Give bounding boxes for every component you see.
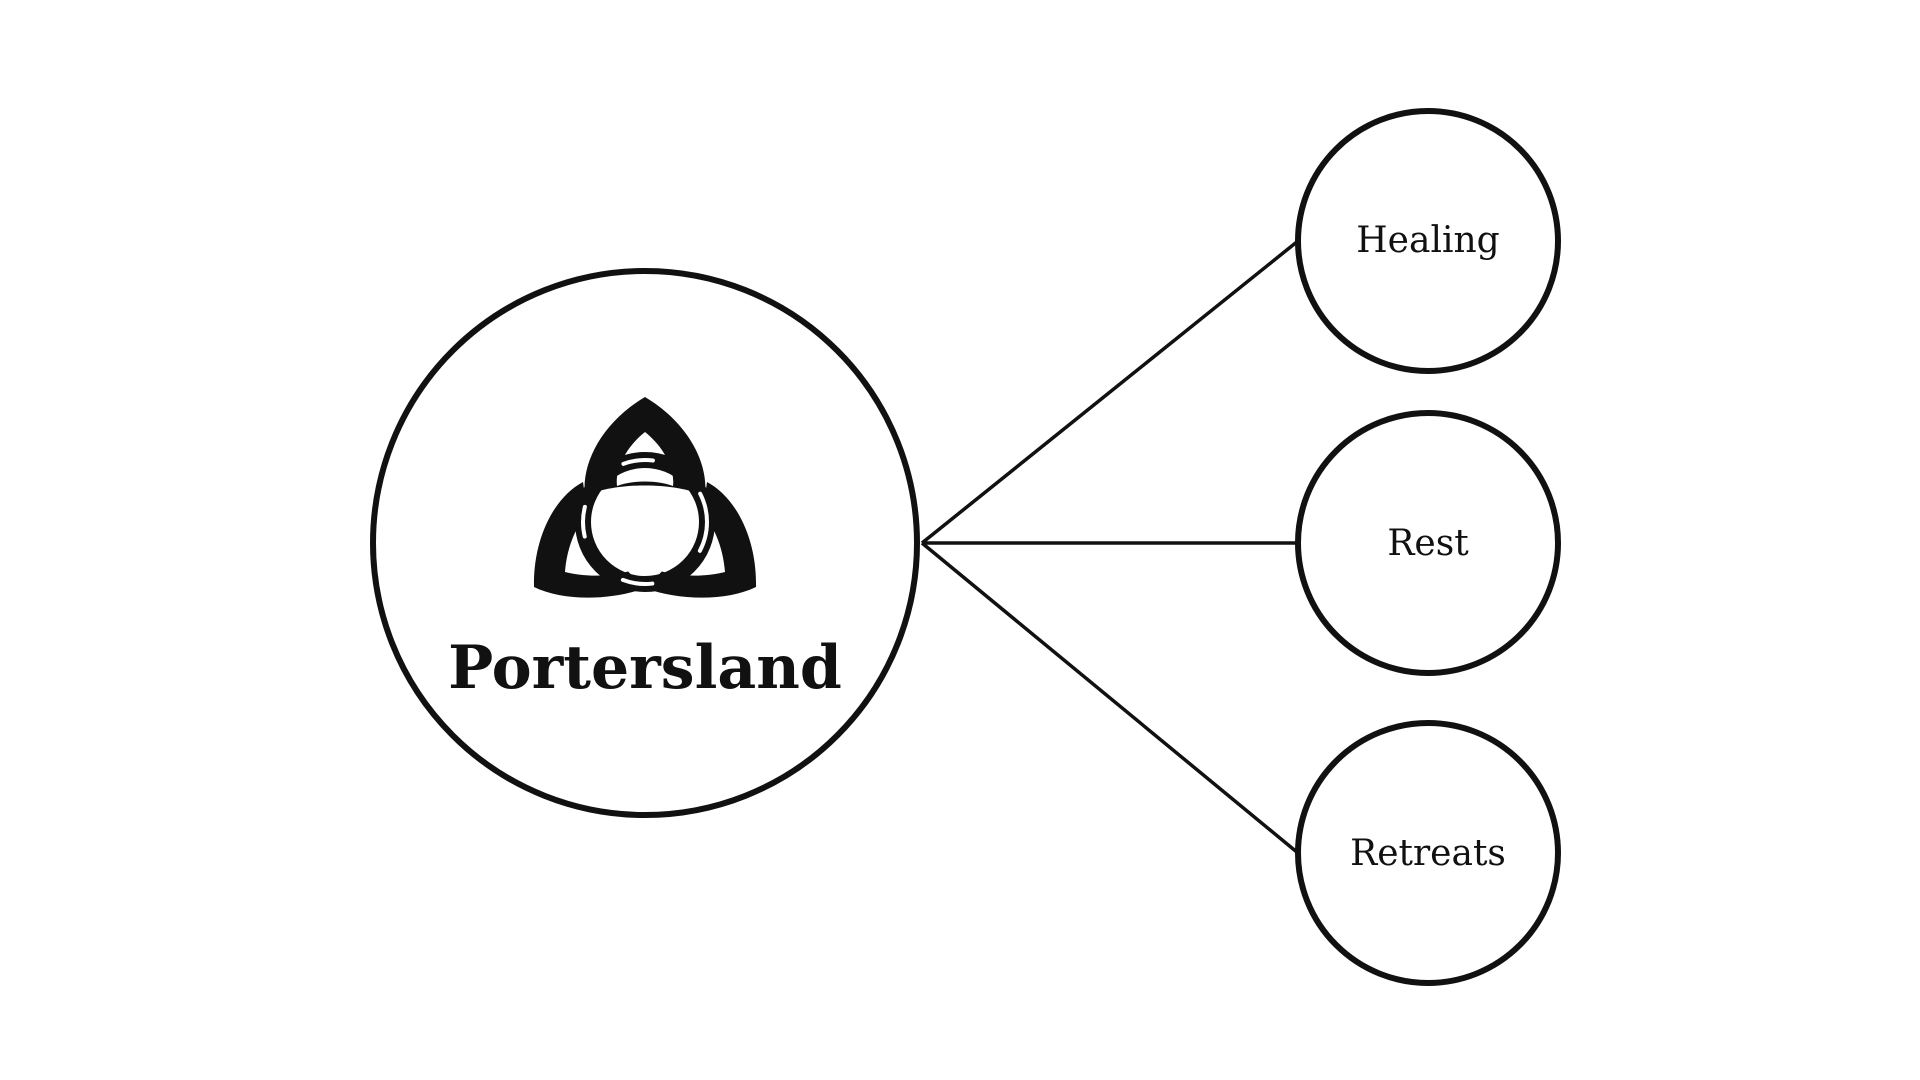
connector-retreats bbox=[920, 541, 1300, 855]
node-rest: Rest bbox=[1295, 410, 1561, 676]
node-healing: Healing bbox=[1295, 108, 1561, 374]
connectors bbox=[920, 239, 1300, 855]
node-retreats-circle bbox=[1295, 720, 1561, 986]
node-retreats-label: Retreats bbox=[1350, 833, 1506, 874]
node-rest-circle bbox=[1295, 410, 1561, 676]
connector-healing bbox=[920, 239, 1300, 545]
central-node-label: Portersland bbox=[448, 633, 842, 703]
node-rest-label: Rest bbox=[1387, 523, 1469, 564]
central-node: Portersland bbox=[370, 268, 920, 818]
node-healing-circle bbox=[1295, 108, 1561, 374]
node-retreats: Retreats bbox=[1295, 720, 1561, 986]
node-healing-label: Healing bbox=[1356, 220, 1499, 261]
triquetra-icon bbox=[533, 397, 757, 598]
central-node-circle bbox=[370, 268, 920, 818]
